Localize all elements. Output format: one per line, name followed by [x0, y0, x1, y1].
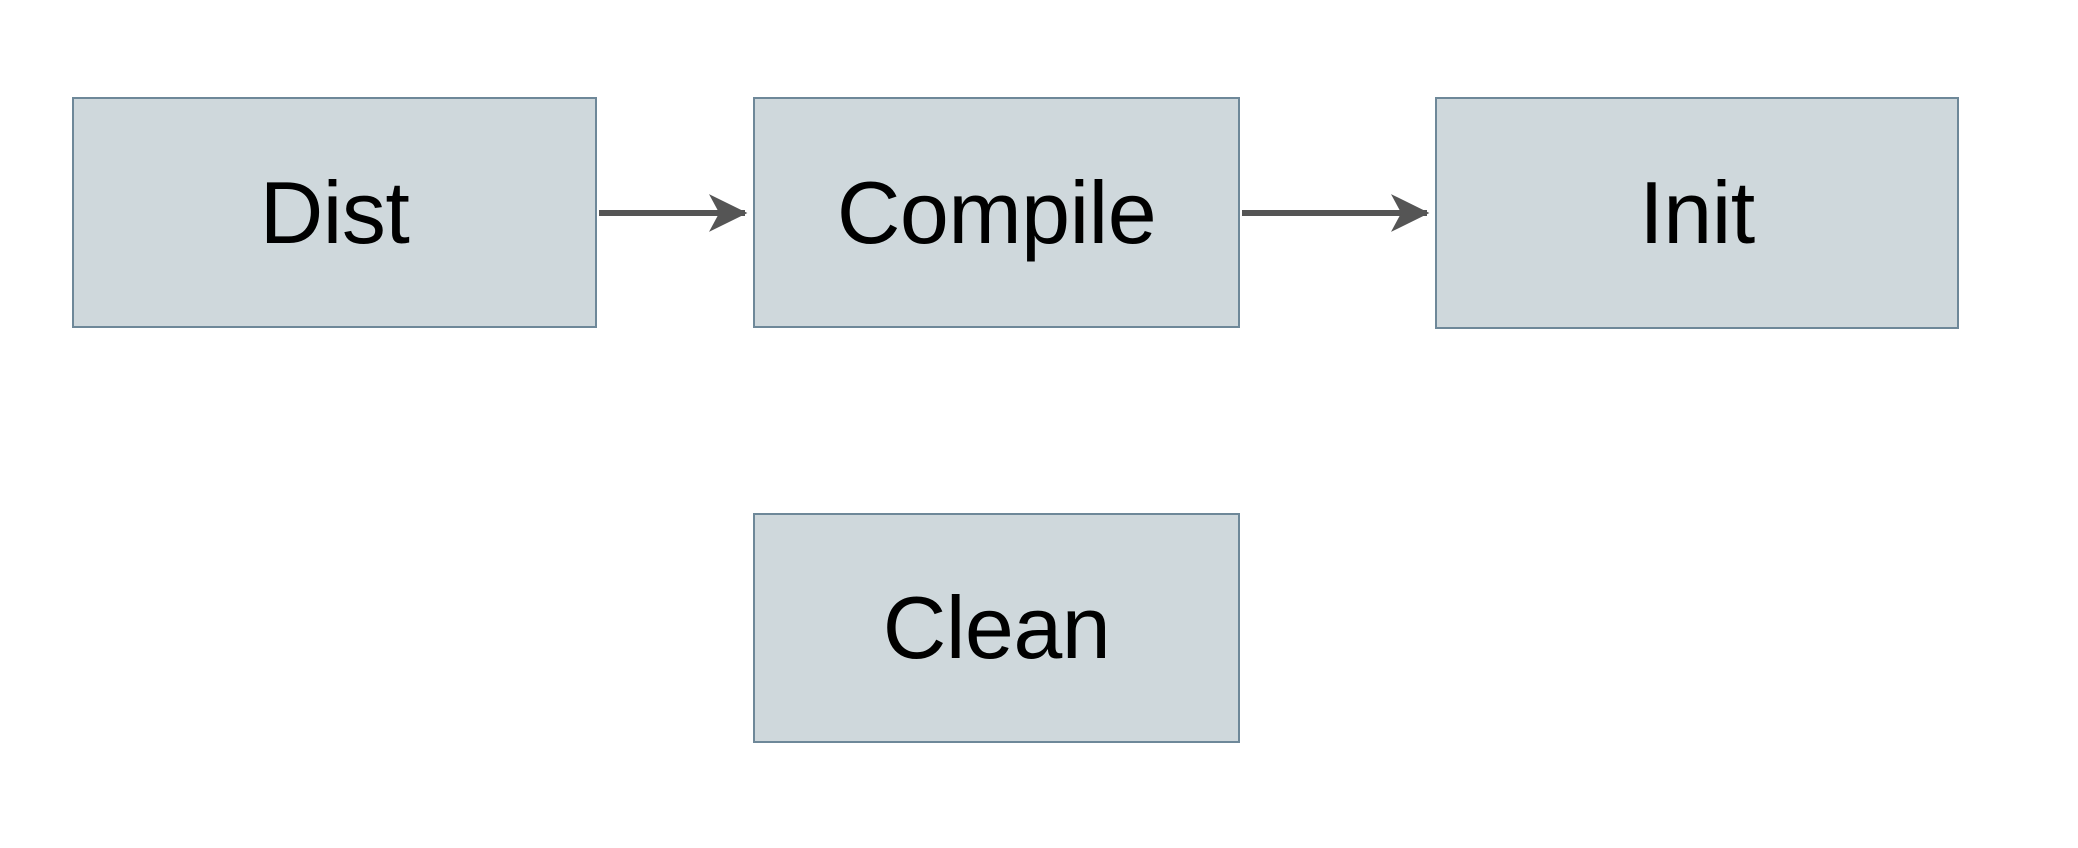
node-clean-label: Clean: [882, 578, 1111, 677]
node-clean[interactable]: Clean: [753, 513, 1240, 743]
node-compile-label: Compile: [836, 162, 1157, 262]
node-dist-label: Dist: [259, 162, 410, 262]
node-compile[interactable]: Compile: [753, 97, 1240, 328]
node-dist[interactable]: Dist: [72, 97, 597, 328]
node-init-label: Init: [1639, 163, 1755, 262]
node-init[interactable]: Init: [1435, 97, 1959, 329]
